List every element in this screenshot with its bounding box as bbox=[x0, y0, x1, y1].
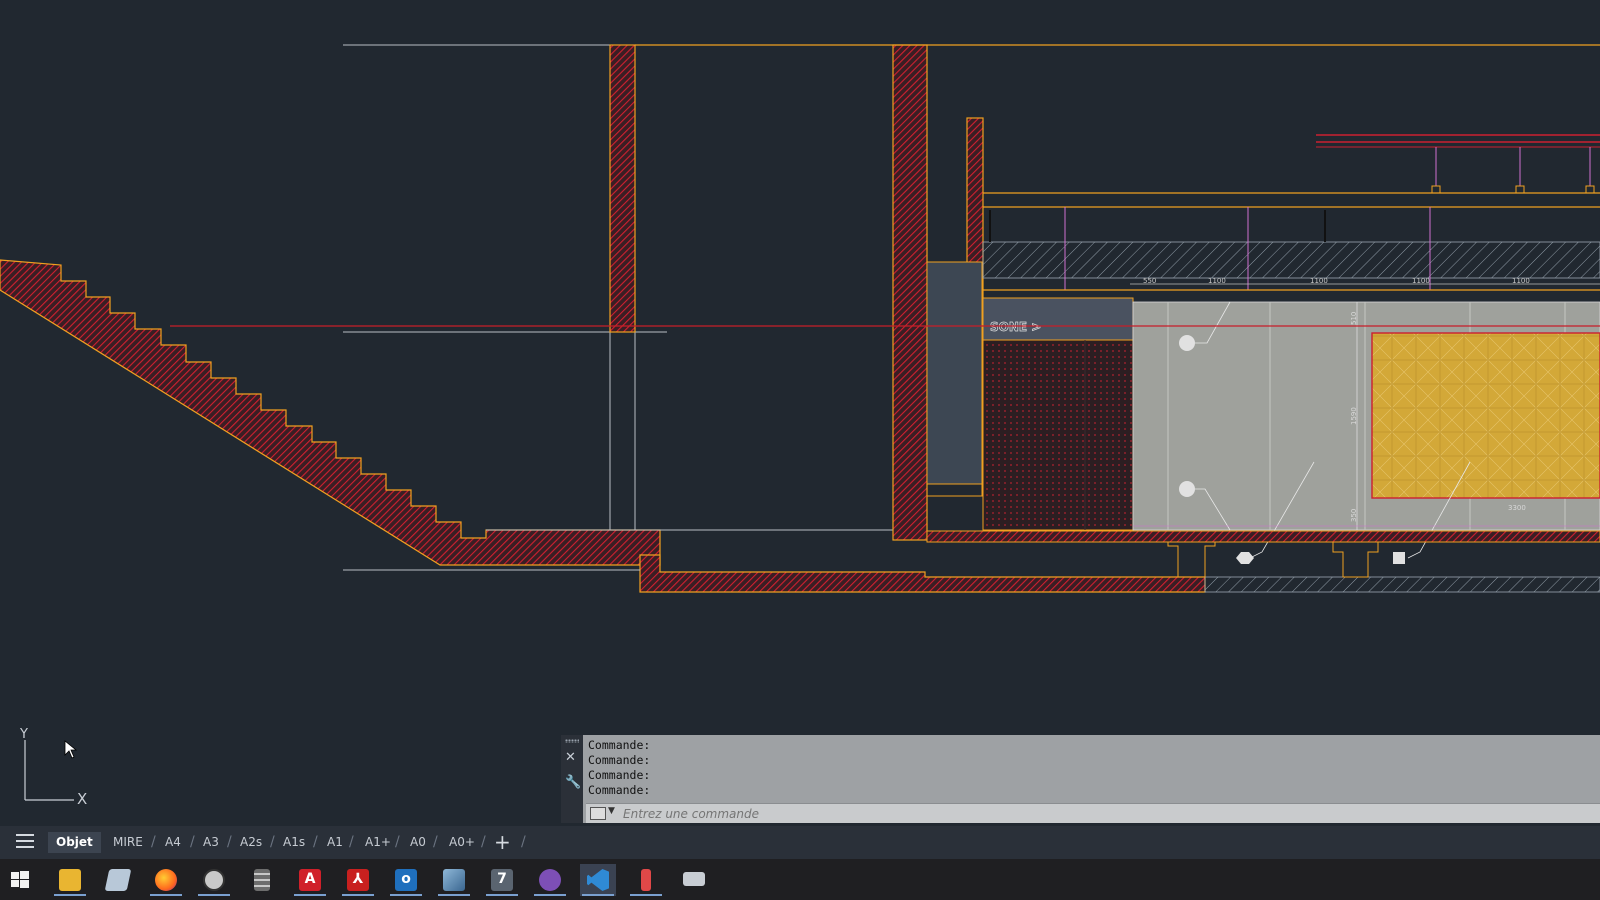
tab-a4[interactable]: A4 bbox=[165, 835, 181, 849]
tab-a1s[interactable]: A1s bbox=[283, 835, 306, 849]
tab-a0-plus[interactable]: A0+ bbox=[449, 835, 475, 849]
svg-text:X: X bbox=[77, 790, 87, 804]
wrench-icon[interactable]: 🔧 bbox=[565, 775, 582, 790]
snipping-tool-icon bbox=[641, 869, 651, 891]
svg-text:1590: 1590 bbox=[1350, 407, 1358, 425]
tab-separator: / bbox=[521, 834, 526, 850]
taskbar-app-autocad[interactable]: A bbox=[292, 864, 328, 896]
tab-separator: / bbox=[190, 834, 195, 850]
svg-text:550: 550 bbox=[1143, 277, 1156, 285]
command-input-row: ▼ bbox=[586, 803, 1600, 823]
taskbar-app-notes[interactable] bbox=[100, 864, 136, 896]
tab-separator: / bbox=[481, 834, 486, 850]
taskbar: A ⅄ o 7 bbox=[0, 859, 1600, 900]
history-line: Commande: bbox=[588, 753, 651, 767]
tab-separator: / bbox=[433, 834, 438, 850]
tab-a1[interactable]: A1 bbox=[327, 835, 343, 849]
autocad-icon bbox=[299, 869, 321, 891]
tab-separator: / bbox=[349, 834, 354, 850]
history-line: Commande: bbox=[588, 783, 651, 797]
tab-a2s[interactable]: A2s bbox=[240, 835, 263, 849]
outlook-glyph: o bbox=[401, 871, 411, 887]
remote-desktop-icon bbox=[683, 872, 705, 886]
mouse-cursor-icon bbox=[64, 740, 78, 759]
tab-separator: / bbox=[151, 834, 156, 850]
taskbar-app-explorer[interactable] bbox=[52, 864, 88, 896]
svg-text:1100: 1100 bbox=[1512, 277, 1530, 285]
photo-app-icon bbox=[443, 869, 465, 891]
foundation-slab bbox=[639, 554, 1600, 593]
dimensions-top: 550 1100 1100 1100 1100 bbox=[1143, 277, 1530, 285]
tab-objet[interactable]: Objet bbox=[48, 832, 101, 853]
outlook-icon bbox=[395, 869, 417, 891]
staircase bbox=[0, 259, 661, 566]
taskbar-app-firefox[interactable] bbox=[148, 864, 184, 896]
clock-app-icon bbox=[203, 869, 225, 891]
vscode-icon bbox=[587, 869, 609, 891]
tab-separator: / bbox=[313, 834, 318, 850]
tab-a0[interactable]: A0 bbox=[410, 835, 426, 849]
svg-text:1100: 1100 bbox=[1310, 277, 1328, 285]
drawing-canvas[interactable]: 550 1100 1100 1100 1100 SONE > 510 1590 … bbox=[0, 0, 1600, 826]
file-explorer-icon bbox=[59, 869, 81, 891]
dimensions-side: 510 1590 350 3300 bbox=[1350, 312, 1526, 522]
hamburger-menu-icon[interactable] bbox=[16, 834, 34, 850]
command-prompt-icon[interactable] bbox=[590, 807, 606, 820]
acrobat-icon bbox=[347, 869, 369, 891]
tab-a1-plus[interactable]: A1+ bbox=[365, 835, 391, 849]
tab-mire[interactable]: MIRE bbox=[113, 835, 143, 849]
rhino-icon bbox=[491, 869, 513, 891]
taskbar-app-remote-desktop[interactable] bbox=[676, 864, 712, 896]
github-desktop-icon bbox=[539, 869, 561, 891]
svg-text:350: 350 bbox=[1350, 509, 1358, 522]
rhino-glyph: 7 bbox=[497, 871, 507, 887]
layout-tabs-bar: Objet MIRE / A4 / A3 / A2s / A1s / A1 / … bbox=[0, 826, 1600, 859]
drag-handle-icon[interactable] bbox=[565, 739, 579, 743]
firefox-icon bbox=[155, 869, 177, 891]
ceiling-structure bbox=[982, 134, 1600, 291]
command-line-grip[interactable]: ✕ 🔧 bbox=[561, 735, 583, 823]
chevron-down-icon[interactable]: ▼ bbox=[608, 806, 615, 816]
taskbar-app-vscode[interactable] bbox=[580, 864, 616, 896]
tab-separator: / bbox=[227, 834, 232, 850]
calculator-icon bbox=[254, 869, 270, 891]
svg-text:Y: Y bbox=[19, 728, 28, 742]
taskbar-app-rhino[interactable]: 7 bbox=[484, 864, 520, 896]
autocad-glyph: A bbox=[304, 871, 316, 887]
taskbar-app-calculator[interactable] bbox=[244, 864, 280, 896]
taskbar-app-snipping[interactable] bbox=[628, 864, 664, 896]
taskbar-app-outlook[interactable]: o bbox=[388, 864, 424, 896]
tab-separator: / bbox=[270, 834, 275, 850]
close-icon[interactable]: ✕ bbox=[565, 750, 576, 765]
wall-panels: SONE > bbox=[982, 297, 1600, 564]
ucs-icon: Y X bbox=[19, 728, 87, 804]
taskbar-app-github[interactable] bbox=[532, 864, 568, 896]
notes-app-icon bbox=[104, 869, 132, 891]
floor-footings bbox=[926, 525, 1600, 578]
svg-text:510: 510 bbox=[1350, 312, 1358, 325]
taskbar-app-clock[interactable] bbox=[196, 864, 232, 896]
tab-a3[interactable]: A3 bbox=[203, 835, 219, 849]
add-layout-button[interactable]: + bbox=[494, 830, 511, 854]
acrobat-glyph: ⅄ bbox=[352, 871, 364, 887]
command-input[interactable] bbox=[621, 805, 1525, 823]
taskbar-app-photos[interactable] bbox=[436, 864, 472, 896]
svg-text:3300: 3300 bbox=[1508, 504, 1526, 512]
command-history: Commande: Commande: Commande: Commande: bbox=[588, 738, 1588, 798]
history-line: Commande: bbox=[588, 738, 651, 752]
history-line: Commande: bbox=[588, 768, 651, 782]
svg-text:SONE >: SONE > bbox=[990, 320, 1041, 334]
windows-start-icon bbox=[11, 871, 29, 888]
windows-start-button[interactable] bbox=[2, 864, 38, 896]
grey-column bbox=[926, 261, 983, 485]
taskbar-app-acrobat[interactable]: ⅄ bbox=[340, 864, 376, 896]
svg-text:1100: 1100 bbox=[1208, 277, 1226, 285]
tab-separator: / bbox=[395, 834, 400, 850]
svg-text:1100: 1100 bbox=[1412, 277, 1430, 285]
